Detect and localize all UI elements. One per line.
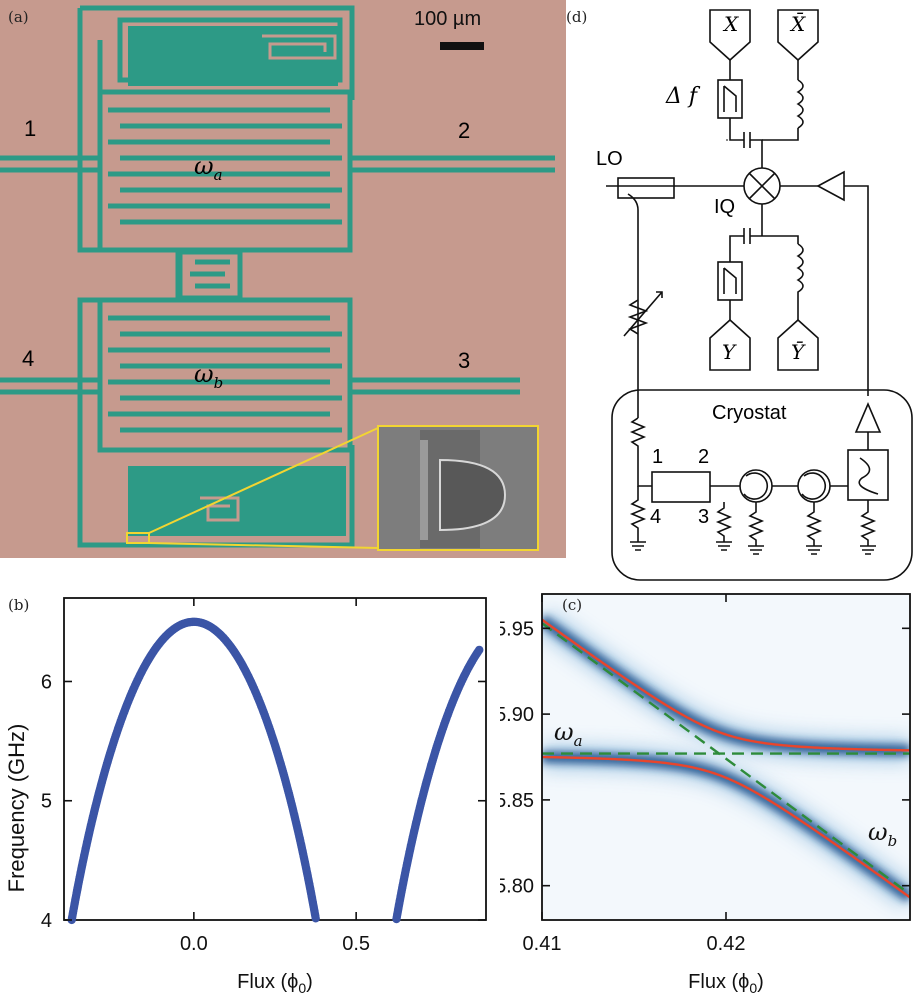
panel-a-micrograph: (a) 100 µm 1 2 3 4 ωa ωb xyxy=(0,0,566,558)
cryo-port-1: 1 xyxy=(652,446,664,468)
panel-b-label: (b) xyxy=(8,596,30,614)
axis-ticks: 0.41 0.42 5.80 5.85 5.90 5.95 xyxy=(495,594,910,955)
panel-c-plot: (c) 0.41 0.42 5.80 5.85 5.90 5.95 Flux (ϕ0) ω… xyxy=(495,590,915,1000)
y-axis-label: Frequency (GHz) xyxy=(4,724,29,893)
frequency-flux-chart: 0.0 0.5 4 5 6 Frequency (GHz) Flux (ϕ0) xyxy=(4,597,487,996)
cryo-port-3: 3 xyxy=(698,506,710,528)
panel-d-schematic: (d) X X̄ Y Ȳ Δ f LO IQ Cryostat 1 2 3 4 xyxy=(566,0,915,590)
scale-bar-label: 100 µm xyxy=(414,8,482,30)
x-terminal-label: X xyxy=(724,12,739,36)
iq-label: IQ xyxy=(714,196,736,218)
data-points xyxy=(67,617,484,925)
xbar-terminal-label: X̄ xyxy=(791,12,806,36)
data-point xyxy=(311,914,320,923)
y-tick-label: 5 xyxy=(41,791,52,813)
x-axis-label: Flux (ϕ0) xyxy=(688,971,764,996)
cryo-port-4: 4 xyxy=(650,506,662,528)
delta-f-label: Δ f xyxy=(666,84,698,109)
plot-frame xyxy=(63,597,487,921)
panel-d-label: (d) xyxy=(566,8,588,26)
ybar-terminal-label: Ȳ xyxy=(791,340,805,364)
y-tick-label: 5.95 xyxy=(500,618,534,640)
omega-b-label: ωb xyxy=(194,360,224,392)
y-tick-label: 6 xyxy=(41,671,52,693)
x-tick-label: 0.5 xyxy=(342,933,370,955)
y-tick-label: 5.85 xyxy=(500,790,534,812)
port-label-4: 4 xyxy=(22,346,35,371)
x-tick-label: 0.42 xyxy=(707,933,746,955)
device-micrograph xyxy=(0,0,566,558)
upper-branch-fit xyxy=(542,618,910,752)
axis-ticks: 0.0 0.5 4 5 6 xyxy=(41,598,486,955)
lo-label: LO xyxy=(596,148,623,170)
cryo-port-2: 2 xyxy=(698,446,710,468)
cryostat-label: Cryostat xyxy=(712,402,787,424)
omega-b-label: ωb xyxy=(868,818,897,850)
avoided-crossing-heatmap: 0.41 0.42 5.80 5.85 5.90 5.95 Flux (ϕ0) ωa ωb xyxy=(495,593,911,996)
x-tick-label: 0.41 xyxy=(523,933,562,955)
y-tick-label: 5.80 xyxy=(500,876,534,898)
fit-and-uncoupled-lines xyxy=(542,618,910,899)
y-tick-label: 5.90 xyxy=(500,704,534,726)
port-label-2: 2 xyxy=(458,118,471,143)
omega-a-label: ωa xyxy=(554,718,583,750)
lower-branch-fit xyxy=(542,755,910,899)
panel-c-label: (c) xyxy=(562,596,583,614)
panel-a-label: (a) xyxy=(8,8,29,26)
data-point xyxy=(475,645,484,655)
x-axis-label: Flux (ϕ0) xyxy=(237,971,313,996)
x-tick-label: 0.0 xyxy=(180,933,208,955)
measurement-circuit xyxy=(606,9,913,581)
omega-a-label: ωa xyxy=(194,152,223,184)
port-label-1: 1 xyxy=(24,116,37,141)
uncoupled-b-line xyxy=(542,622,910,896)
port-label-3: 3 xyxy=(458,348,471,373)
y-tick-label: 4 xyxy=(41,910,52,932)
panel-b-plot: (b) 0.0 0.5 4 5 6 Frequency (GHz) Flux (ϕ0) xyxy=(0,590,500,1000)
y-terminal-label: Y xyxy=(722,340,736,364)
